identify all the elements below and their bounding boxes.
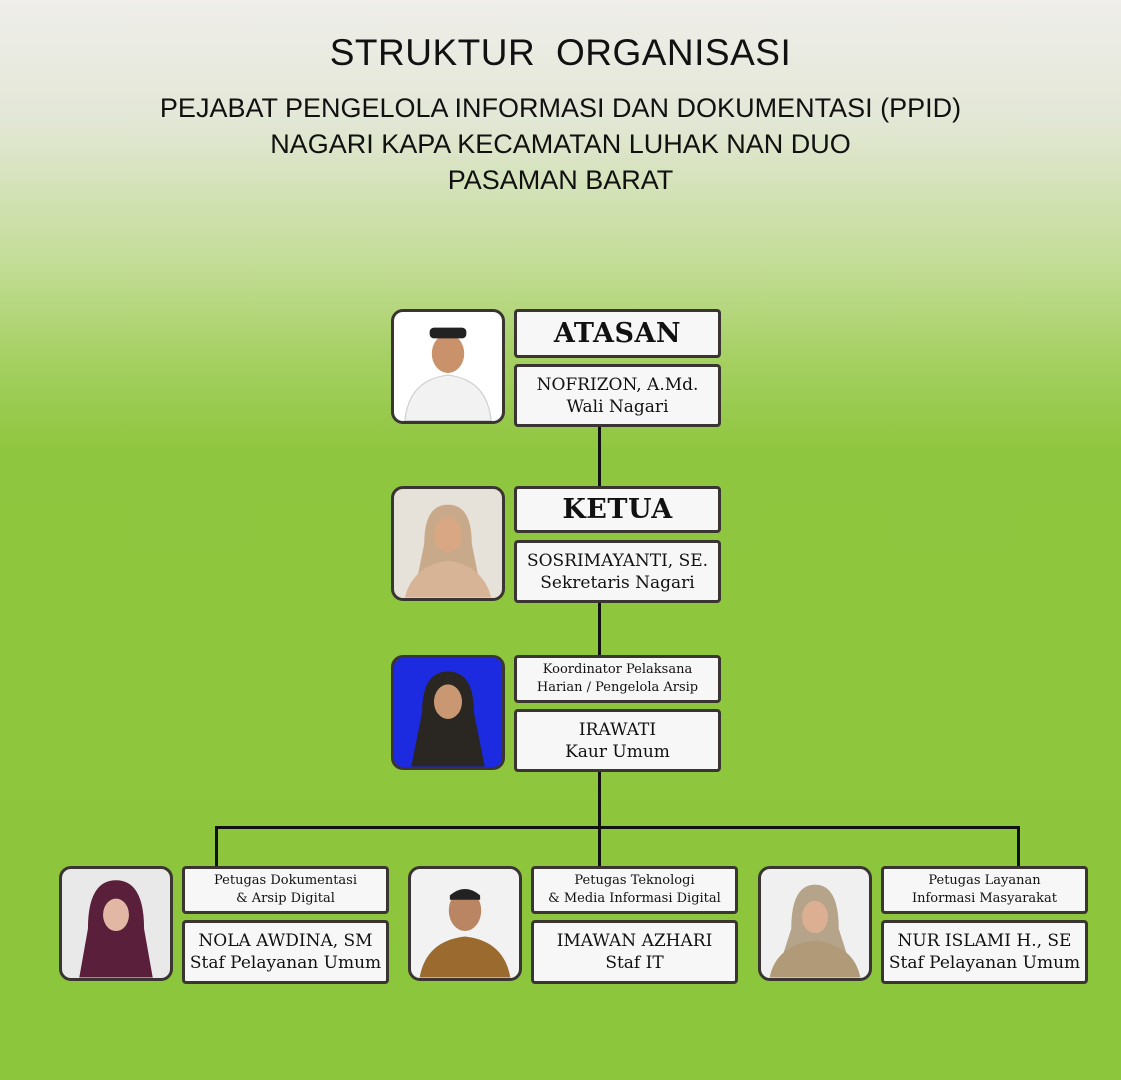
atasan-role-box: ATASAN [514,309,721,358]
staff-name: IMAWAN AZHARI [556,931,713,951]
connector-line [598,603,601,655]
staff-photo [408,866,522,981]
staff-role-box: Petugas Dokumentasi & Arsip Digital [182,866,389,914]
connector-line [215,826,1020,829]
staff-position: Staf Pelayanan Umum [888,953,1081,973]
staff-role-line1: Petugas Dokumentasi [213,873,358,888]
ketua-role-box: KETUA [514,486,721,533]
staff-position: Staf IT [605,953,664,973]
staff-name: NOLA AWDINA, SM [198,931,373,951]
staff-role-line2: & Arsip Digital [236,891,335,906]
staff-role-line1: Petugas Layanan [928,873,1041,888]
atasan-role: ATASAN [553,318,682,349]
staff-role-line2: & Media Informasi Digital [548,891,721,906]
subtitle-line-1: PEJABAT PENGELOLA INFORMASI DAN DOKUMENT… [159,93,962,123]
ketua-role: KETUA [562,494,673,525]
staff-position: Staf Pelayanan Umum [189,953,382,973]
staff-role-line1: Petugas Teknologi [574,873,695,888]
koordinator-role-box: Koordinator Pelaksana Harian / Pengelola… [514,655,721,703]
ketua-name: SOSRIMAYANTI, SE. [526,550,709,571]
ketua-name-box: SOSRIMAYANTI, SE. Sekretaris Nagari [514,540,721,603]
staff-photo [59,866,173,981]
staff-name-box: IMAWAN AZHARI Staf IT [531,920,738,984]
staff-role-box: Petugas Layanan Informasi Masyarakat [881,866,1088,914]
atasan-photo [391,309,505,424]
staff-name-box: NUR ISLAMI H., SE Staf Pelayanan Umum [881,920,1088,984]
koordinator-role-line1: Koordinator Pelaksana [542,662,693,677]
koordinator-name: IRAWATI [578,719,657,740]
connector-line [215,826,218,866]
staff-name: NUR ISLAMI H., SE [897,931,1072,951]
staff-role-box: Petugas Teknologi & Media Informasi Digi… [531,866,738,914]
staff-photo [758,866,872,981]
koordinator-role-line2: Harian / Pengelola Arsip [536,680,699,695]
atasan-name: NOFRIZON, A.Md. [536,374,699,395]
ketua-position: Sekretaris Nagari [540,572,695,593]
page-title: STRUKTUR ORGANISASI [329,32,792,73]
connector-line [598,427,601,486]
koordinator-photo [391,655,505,770]
connector-line [1017,826,1020,866]
subtitle-line-3: PASAMAN BARAT [447,165,674,195]
koordinator-name-box: IRAWATI Kaur Umum [514,709,721,772]
ketua-photo [391,486,505,601]
staff-role-line2: Informasi Masyarakat [911,891,1058,906]
atasan-name-box: NOFRIZON, A.Md. Wali Nagari [514,364,721,427]
subtitle-line-2: NAGARI KAPA KECAMATAN LUHAK NAN DUO [270,129,851,159]
connector-line [598,772,601,866]
atasan-position: Wali Nagari [566,396,669,417]
staff-name-box: NOLA AWDINA, SM Staf Pelayanan Umum [182,920,389,984]
koordinator-position: Kaur Umum [565,741,670,762]
